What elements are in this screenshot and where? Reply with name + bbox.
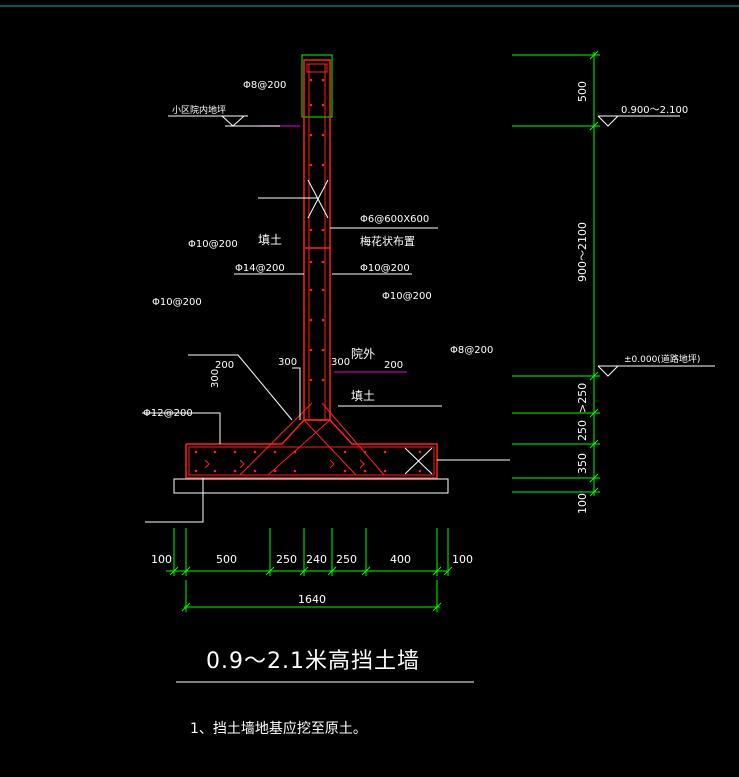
top-rebar-label: Φ8@200	[243, 80, 286, 91]
vdim-gt250: >250	[576, 383, 589, 413]
level-top-label: 0.900～2.100	[621, 105, 688, 116]
rebar-l2-label: Φ14@200	[235, 263, 285, 274]
hdim-250-left: 250	[276, 553, 297, 566]
haunch-300-right-label: 300	[331, 357, 350, 368]
drawing-note: 1、挡土墙地基应挖至原土。	[190, 720, 367, 737]
vdim-350: 350	[576, 453, 589, 474]
hdim-total-1640: 1640	[298, 593, 326, 606]
haunch-200-right-label: 200	[384, 360, 403, 371]
horizontal-dimension-chain	[166, 528, 453, 612]
blinding-layer	[173, 478, 449, 494]
wall-stem	[301, 54, 333, 421]
base-rebar-label: Φ12@200	[143, 408, 193, 419]
hdim-500: 500	[216, 553, 237, 566]
vdim-100: 100	[576, 493, 589, 514]
hdim-250-right: 250	[336, 553, 357, 566]
haunch-300-vertical-label: 300	[210, 369, 221, 388]
hdim-100-right: 100	[452, 553, 473, 566]
rebar-l1-label: Φ10@200	[188, 239, 238, 250]
fill-left-label: 填土	[258, 233, 282, 247]
haunch-300-left-label: 300	[278, 357, 297, 368]
hdim-400: 400	[390, 553, 411, 566]
vdim-250: 250	[576, 420, 589, 441]
vertical-dimension-chain	[512, 50, 600, 497]
leader-lines	[142, 197, 510, 523]
fill-right-label: 填土	[351, 389, 375, 403]
outside-label: 院外	[351, 347, 375, 361]
ground-inside-label: 小区院内地坪	[172, 104, 226, 116]
rebar-l3-label: Φ10@200	[152, 297, 202, 308]
haunch-200-left-label: 200	[215, 360, 234, 371]
vdim-900-2100: 900～2100	[576, 222, 589, 282]
rebar-r1-label: Φ10@200	[360, 263, 410, 274]
mesh-note-label: 梅花状布置	[360, 234, 415, 248]
rebar-r2-label: Φ10@200	[382, 291, 432, 302]
level-marker-top	[597, 115, 680, 127]
ground-level-marker	[168, 115, 280, 127]
hdim-240: 240	[306, 553, 327, 566]
wall-footing	[185, 402, 438, 479]
drawing-title: 0.9～2.1米高挡土墙	[206, 649, 420, 674]
vdim-500: 500	[576, 81, 589, 102]
level-marker-road	[597, 365, 715, 377]
rebar-r3-label: Φ8@200	[450, 345, 493, 356]
hdim-100-left: 100	[151, 553, 172, 566]
mesh-label: Φ6@600X600	[360, 214, 429, 225]
level-road-label: ±0.000(道路地坪)	[624, 353, 700, 365]
